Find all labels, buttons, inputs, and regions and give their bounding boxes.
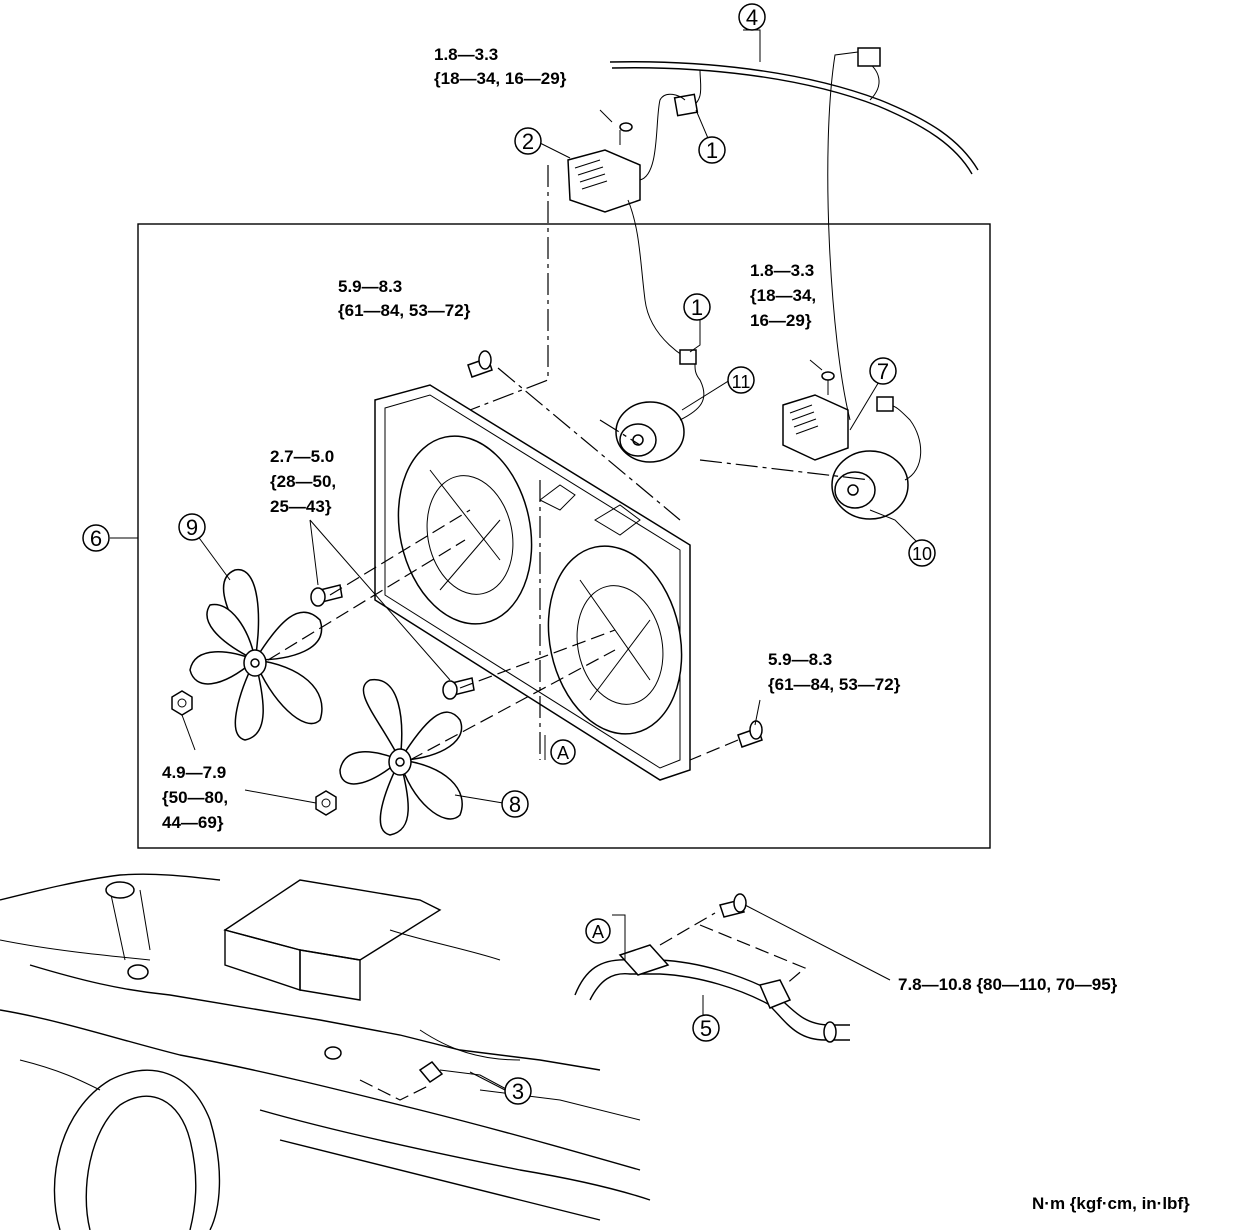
callout-label: 10 [912, 544, 932, 564]
units-note: N·m {kgf·cm, in·lbf} [1032, 1194, 1190, 1213]
fan-shroud [374, 384, 691, 781]
reference-label: A [592, 922, 604, 942]
callout-10: 10 [908, 539, 936, 567]
reference-label: A [557, 743, 569, 763]
callout-label: 2 [522, 129, 534, 154]
callout-label: 3 [512, 1079, 524, 1104]
torque-line: 5.9—8.3 [768, 650, 832, 669]
callout-label: 1 [706, 138, 718, 163]
torque-line: {18—34, [750, 286, 816, 305]
callout-1-upper: 1 [698, 136, 726, 164]
torque-line: {61—84, 53—72} [768, 675, 901, 694]
fan-motor-10 [831, 396, 922, 520]
callout-label: 11 [732, 372, 751, 392]
torque-shroud-upper: 5.9—8.3 {61—84, 53—72} [338, 277, 471, 320]
alignment-lines [267, 165, 871, 761]
callout-label: 5 [700, 1016, 712, 1041]
fan-motor-11 [615, 349, 705, 463]
callout-label: 7 [877, 359, 889, 384]
shroud-bolt-upper [467, 350, 493, 378]
torque-line: {18—34, 16—29} [434, 69, 567, 88]
callout-7: 7 [869, 357, 897, 385]
callout-3: 3 [504, 1077, 532, 1105]
torque-line: 1.8—3.3 [434, 45, 498, 64]
torque-line: {61—84, 53—72} [338, 301, 471, 320]
callout-1-lower: 1 [683, 293, 711, 321]
callout-8: 8 [501, 790, 529, 818]
cooling-fan-8 [339, 679, 463, 836]
motor-bolt-b [442, 677, 475, 700]
fan-nut-9 [171, 690, 193, 716]
motor-bolt-a [310, 584, 343, 607]
torque-fan-nut: 4.9—7.9 {50—80, 44—69} [162, 763, 228, 832]
shroud-bolt-lower [737, 720, 763, 748]
callout-4: 4 [738, 3, 766, 31]
reference-a-inset: A [585, 918, 611, 944]
wiring-harness [609, 47, 979, 175]
torque-line: {28—50, [270, 472, 336, 491]
torque-line: 44—69} [162, 813, 224, 832]
callout-9: 9 [178, 513, 206, 541]
torque-line: 1.8—3.3 [750, 261, 814, 280]
callout-label: 4 [746, 5, 758, 30]
callout-6: 6 [82, 524, 110, 552]
torque-resistor2-bolt: 1.8—3.3 {18—34, 16—29} [750, 261, 816, 330]
torque-line: 4.9—7.9 [162, 763, 226, 782]
callout-2: 2 [514, 127, 542, 155]
torque-line: 5.9—8.3 [338, 277, 402, 296]
callout-5: 5 [692, 1014, 720, 1042]
callout-label: 6 [90, 526, 102, 551]
torque-line: 2.7—5.0 [270, 447, 334, 466]
fan-nut-8 [315, 790, 337, 816]
fan-resistor-upper [567, 93, 691, 361]
torque-resistor-bolt: 1.8—3.3 {18—34, 16—29} [434, 45, 567, 88]
callout-label: 8 [509, 792, 521, 817]
leader-lines [110, 29, 921, 1091]
cooling-fan-9 [189, 569, 323, 741]
callout-label: 9 [186, 515, 198, 540]
torque-motor-bolts: 2.7—5.0 {28—50, 25—43} [270, 447, 336, 516]
torque-shroud-lower: 5.9—8.3 {61—84, 53—72} [768, 650, 901, 694]
shroud-assembly-frame [137, 223, 991, 849]
engine-bay-illustration [0, 873, 651, 1230]
torque-line: {50—80, [162, 788, 228, 807]
fan-resistor-lower [782, 51, 859, 461]
torque-hose-bracket: 7.8—10.8 {80—110, 70—95} [898, 975, 1118, 994]
callout-11: 11 [727, 366, 755, 394]
torque-line: 25—43} [270, 497, 332, 516]
callout-label: 1 [691, 295, 703, 320]
reference-a-shroud: A [550, 739, 576, 765]
hose-bracket-detail [574, 893, 850, 1043]
torque-line: 16—29} [750, 311, 812, 330]
